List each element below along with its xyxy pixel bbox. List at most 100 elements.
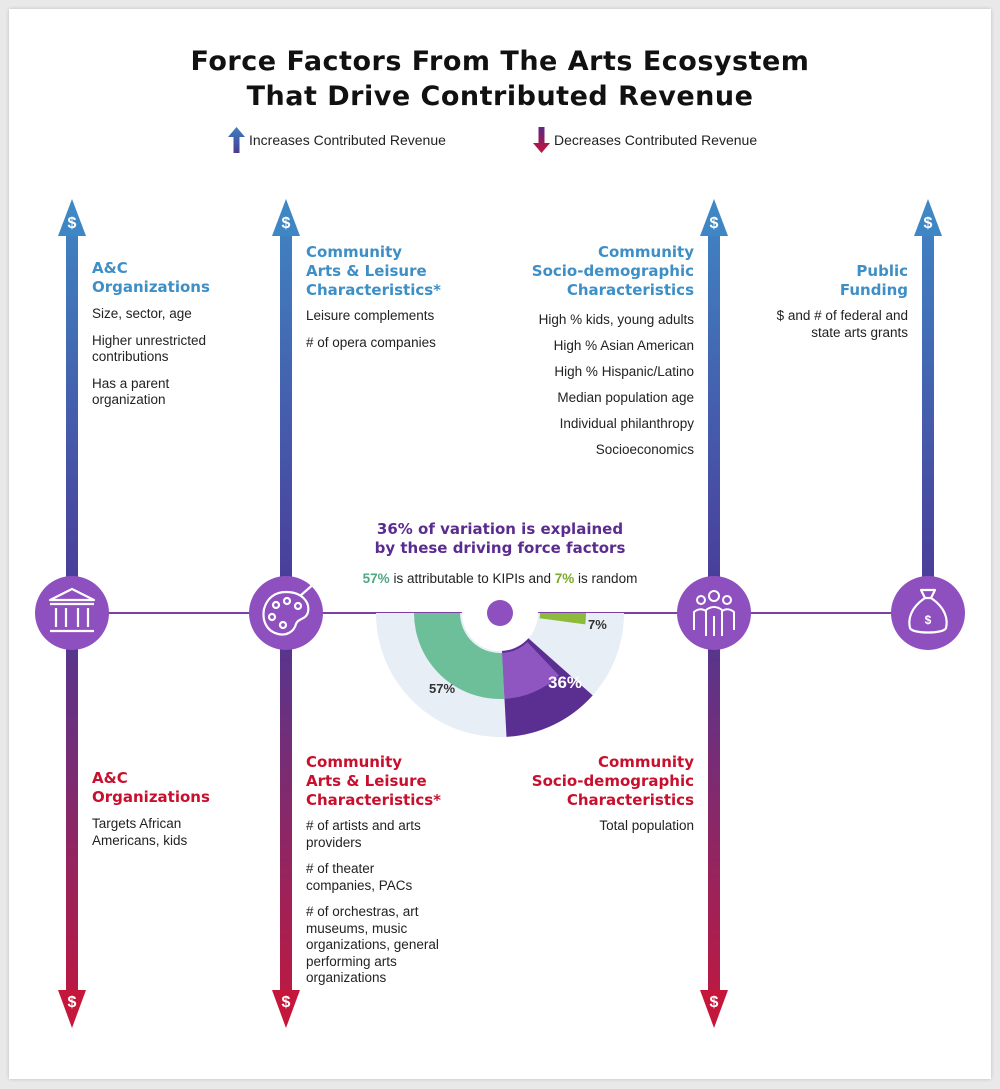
dollar-sign-up: $ (68, 215, 77, 232)
public-funding-increase-list: $ and # of federal and state arts grants (748, 308, 908, 351)
ac-organizations-increase-list: Size, sector, age Higher unrestricted co… (92, 306, 262, 419)
list-item: Total population (599, 818, 694, 833)
community-socio-top-heading: Community Socio-demographic Characterist… (494, 243, 694, 300)
list-item: # of orchestras, art museums, music orga… (306, 904, 439, 985)
dollar-sign-down: $ (68, 994, 77, 1011)
variation-subtext: 57% is attributable to KIPIs and 7% is r… (300, 571, 700, 586)
legend-decreases: Decreases Contributed Revenue (533, 125, 757, 155)
pie-label-random: 7% (588, 617, 607, 632)
list-item: Leisure complements (306, 308, 435, 323)
arrow-head-down (700, 990, 728, 1028)
legend-decreases-label: Decreases Contributed Revenue (554, 132, 758, 148)
dollar-sign-down: $ (710, 994, 719, 1011)
list-item: Socioeconomics (595, 442, 694, 457)
variation-headline: 36% of variation is explained by these d… (300, 520, 700, 558)
heading-line: Characteristics (566, 791, 694, 809)
heading-line: Public (856, 262, 908, 280)
heading-line: Arts & Leisure (306, 772, 427, 790)
arrow-head-up (58, 199, 86, 236)
list-item: $ and # of federal and state arts grants (776, 308, 908, 340)
ac-organizations-decrease-list: Targets African Americans, kids (92, 816, 232, 859)
heading-line: Characteristics (566, 281, 694, 299)
community-socio-decrease-list: Total population (494, 818, 694, 845)
heading-line: Community (306, 243, 403, 261)
axis-shaft-up (922, 234, 934, 614)
list-item: Targets African Americans, kids (92, 816, 188, 848)
title-line-1: Force Factors From The Arts Ecosystem (190, 46, 810, 77)
list-item: Median population age (557, 390, 694, 405)
dollar-sign-up: $ (282, 215, 291, 232)
list-item: High % Hispanic/Latino (554, 364, 694, 379)
axis-shaft-up (280, 234, 292, 614)
heading-line: Community (306, 753, 403, 771)
pie-center-knob (487, 600, 513, 626)
palette-icon (249, 576, 323, 650)
arrow-head-up (272, 199, 300, 236)
building-columns-icon (35, 576, 109, 650)
list-item: # of theater companies, PACs (306, 861, 413, 893)
money-bag-dollar: $ (925, 613, 932, 627)
pie-slice-kipis (414, 613, 505, 699)
axis-community-arts (272, 199, 300, 1028)
list-item: Individual philanthropy (559, 416, 694, 431)
heading-line: Organizations (92, 278, 210, 296)
list-item: High % kids, young adults (538, 312, 694, 327)
axis-community-socio (700, 199, 728, 1028)
community-socio-bottom-heading: Community Socio-demographic Characterist… (494, 753, 694, 810)
ac-organizations-top-heading: A&C Organizations (92, 259, 210, 297)
pie-label-kipis: 57% (429, 681, 456, 696)
money-bag-icon: $ (891, 576, 965, 650)
legend-increases-label: Increases Contributed Revenue (249, 132, 446, 148)
arrow-down-icon (533, 127, 550, 153)
random-text: is random (574, 571, 638, 586)
community-arts-top-heading: Community Arts & Leisure Characteristics… (306, 243, 441, 300)
axis-public-funding (914, 199, 942, 614)
list-item: Higher unrestricted contributions (92, 332, 207, 365)
arrow-head-down (58, 990, 86, 1028)
heading-line: Socio-demographic (531, 262, 694, 280)
community-arts-increase-list: Leisure complements # of opera companies (306, 308, 486, 361)
legend-increases: Increases Contributed Revenue (228, 125, 446, 155)
pie-slice-random (539, 613, 586, 625)
list-item: # of opera companies (306, 334, 436, 350)
heading-line: Socio-demographic (531, 772, 694, 790)
arrow-up-icon (228, 127, 245, 153)
axis-shaft-up (708, 234, 720, 614)
heading-line: Organizations (92, 788, 210, 806)
axis-shaft-down (280, 613, 292, 993)
arrow-head-down (272, 990, 300, 1028)
axis-ac-organizations (58, 199, 86, 1028)
list-item: Size, sector, age (92, 306, 192, 321)
dollar-sign-up: $ (924, 215, 933, 232)
list-item: # of artists and arts providers (306, 818, 421, 850)
axis-shaft-down (708, 613, 720, 993)
dollar-sign-up: $ (710, 215, 719, 232)
kipis-text: is attributable to KIPIs and (389, 571, 555, 586)
ac-organizations-bottom-heading: A&C Organizations (92, 769, 210, 807)
pie-label-driving-factors: 36% (548, 673, 583, 692)
pie-slice-inner-purple (502, 642, 560, 699)
axis-shaft-up (66, 234, 78, 614)
dollar-sign-down: $ (282, 994, 291, 1011)
people-group-icon (677, 576, 751, 650)
variation-pie-chart (376, 575, 624, 737)
variation-headline-line-1: 36% of variation is explained (376, 520, 624, 538)
heading-line: Community (597, 753, 694, 771)
list-item: Has a parent organization (92, 375, 170, 408)
infographic-card (9, 9, 991, 1079)
title-line-2: That Drive Contributed Revenue (246, 81, 754, 112)
heading-line: Characteristics* (306, 281, 442, 299)
community-arts-bottom-heading: Community Arts & Leisure Characteristics… (306, 753, 441, 810)
community-arts-decrease-list: # of artists and arts providers # of the… (306, 818, 476, 997)
arrow-head-up (914, 199, 942, 236)
list-item: High % Asian American (553, 338, 694, 353)
page-title: Force Factors From The Arts Ecosystem Th… (0, 44, 1000, 114)
heading-line: Funding (839, 281, 908, 299)
heading-line: Community (597, 243, 694, 261)
heading-line: Characteristics* (306, 791, 442, 809)
heading-line: A&C (92, 259, 128, 277)
public-funding-top-heading: Public Funding (758, 262, 908, 300)
arrow-head-up (700, 199, 728, 236)
kipis-percent: 57% (362, 571, 390, 586)
